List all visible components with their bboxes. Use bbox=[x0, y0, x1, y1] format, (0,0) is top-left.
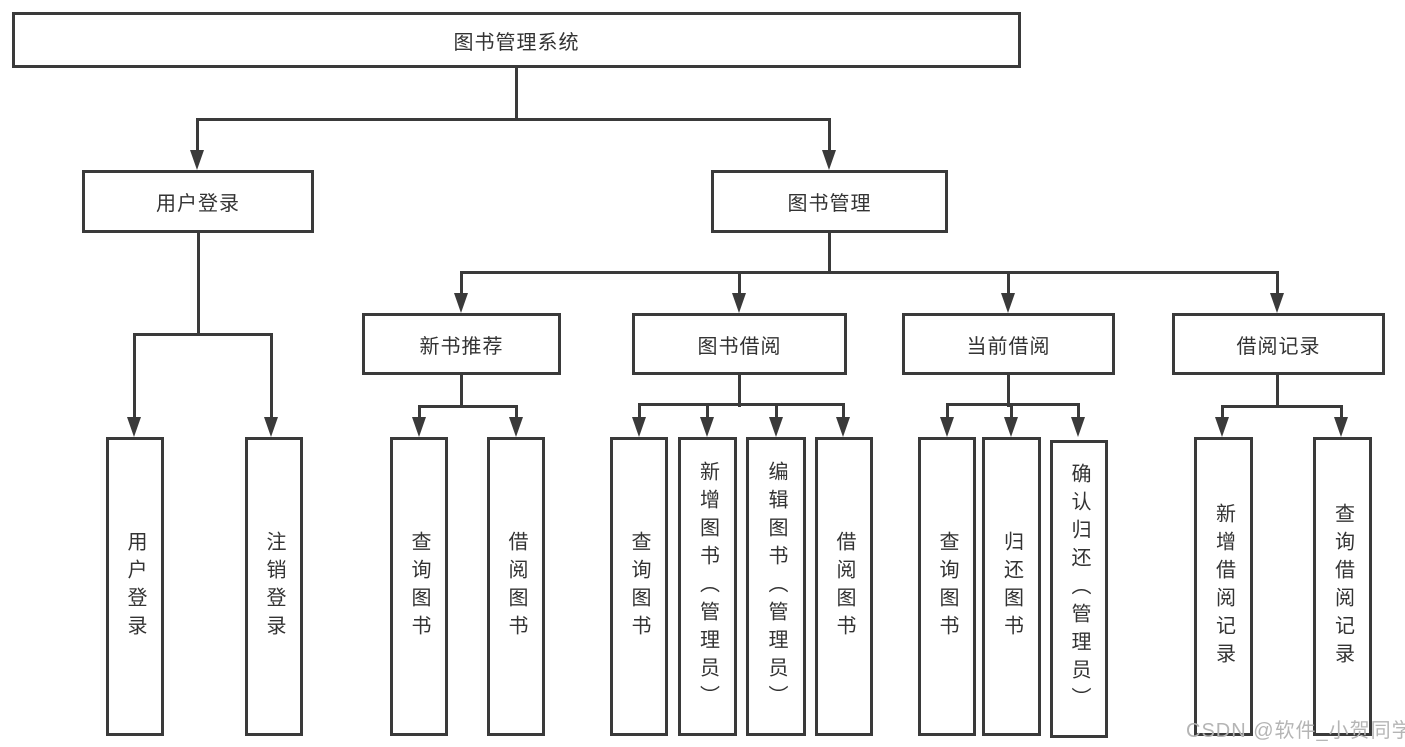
connector-line bbox=[515, 68, 518, 120]
arrow-down-icon bbox=[700, 417, 714, 437]
connector-line bbox=[133, 333, 136, 419]
node-user-login: 用户登录 bbox=[82, 170, 314, 233]
connector-line bbox=[1010, 403, 1013, 419]
arrow-down-icon bbox=[1334, 417, 1348, 437]
leaf-current-confirm-admin: 确认归还（管理员） bbox=[1050, 440, 1108, 738]
connector-line bbox=[775, 403, 778, 419]
connector-line bbox=[196, 118, 830, 121]
leaf-borrow-edit-admin: 编辑图书（管理员） bbox=[746, 437, 806, 736]
arrow-down-icon bbox=[822, 150, 836, 170]
connector-line bbox=[1007, 375, 1010, 407]
leaf-current-return: 归还图书 bbox=[982, 437, 1041, 736]
connector-line bbox=[515, 405, 518, 419]
leaf-user-login: 用户登录 bbox=[106, 437, 164, 736]
arrow-down-icon bbox=[190, 150, 204, 170]
arrow-down-icon bbox=[836, 417, 850, 437]
connector-line bbox=[418, 405, 421, 419]
arrow-down-icon bbox=[769, 417, 783, 437]
csdn-watermark: CSDN @软件_小贺同学 bbox=[1186, 720, 1405, 742]
connector-line bbox=[946, 403, 1080, 406]
arrow-down-icon bbox=[1004, 417, 1018, 437]
connector-line bbox=[1276, 375, 1279, 408]
connector-line bbox=[1221, 405, 1224, 419]
connector-line bbox=[706, 403, 709, 419]
arrow-down-icon bbox=[1001, 293, 1015, 313]
leaf-logout: 注销登录 bbox=[245, 437, 303, 736]
leaf-borrow-add-admin: 新增图书（管理员） bbox=[678, 437, 737, 736]
connector-line bbox=[460, 375, 463, 408]
arrow-down-icon bbox=[940, 417, 954, 437]
connector-line bbox=[828, 233, 831, 274]
connector-line bbox=[1340, 405, 1343, 419]
connector-line bbox=[828, 118, 831, 152]
leaf-borrow-query: 查询图书 bbox=[610, 437, 668, 736]
connector-line bbox=[270, 333, 273, 419]
connector-line bbox=[1077, 403, 1080, 419]
arrow-down-icon bbox=[127, 417, 141, 437]
connector-line bbox=[1276, 271, 1279, 295]
connector-line bbox=[738, 271, 741, 295]
leaf-current-query: 查询图书 bbox=[918, 437, 976, 736]
connector-line bbox=[196, 118, 199, 152]
connector-line bbox=[1007, 271, 1010, 295]
leaf-records-add: 新增借阅记录 bbox=[1194, 437, 1253, 736]
leaf-records-query: 查询借阅记录 bbox=[1313, 437, 1372, 736]
arrow-down-icon bbox=[264, 417, 278, 437]
node-root: 图书管理系统 bbox=[12, 12, 1021, 68]
arrow-down-icon bbox=[454, 293, 468, 313]
arrow-down-icon bbox=[1215, 417, 1229, 437]
arrow-down-icon bbox=[732, 293, 746, 313]
leaf-newbooks-query: 查询图书 bbox=[390, 437, 448, 736]
connector-line bbox=[842, 403, 845, 419]
arrow-down-icon bbox=[1071, 417, 1085, 437]
node-book-borrow: 图书借阅 bbox=[632, 313, 847, 375]
connector-line bbox=[638, 403, 641, 419]
node-new-books: 新书推荐 bbox=[362, 313, 561, 375]
node-book-management: 图书管理 bbox=[711, 170, 948, 233]
arrow-down-icon bbox=[509, 417, 523, 437]
arrow-down-icon bbox=[632, 417, 646, 437]
connector-line bbox=[946, 403, 949, 419]
connector-line bbox=[638, 403, 845, 406]
connector-line bbox=[197, 233, 200, 336]
node-current-borrow: 当前借阅 bbox=[902, 313, 1115, 375]
leaf-borrow-borrow: 借阅图书 bbox=[815, 437, 873, 736]
connector-line bbox=[133, 333, 272, 336]
arrow-down-icon bbox=[412, 417, 426, 437]
connector-line bbox=[460, 271, 463, 295]
connector-line bbox=[1221, 405, 1343, 408]
leaf-newbooks-borrow: 借阅图书 bbox=[487, 437, 545, 736]
connector-line bbox=[738, 375, 741, 407]
connector-line bbox=[418, 405, 518, 408]
node-borrow-records: 借阅记录 bbox=[1172, 313, 1385, 375]
connector-line bbox=[460, 271, 1279, 274]
arrow-down-icon bbox=[1270, 293, 1284, 313]
